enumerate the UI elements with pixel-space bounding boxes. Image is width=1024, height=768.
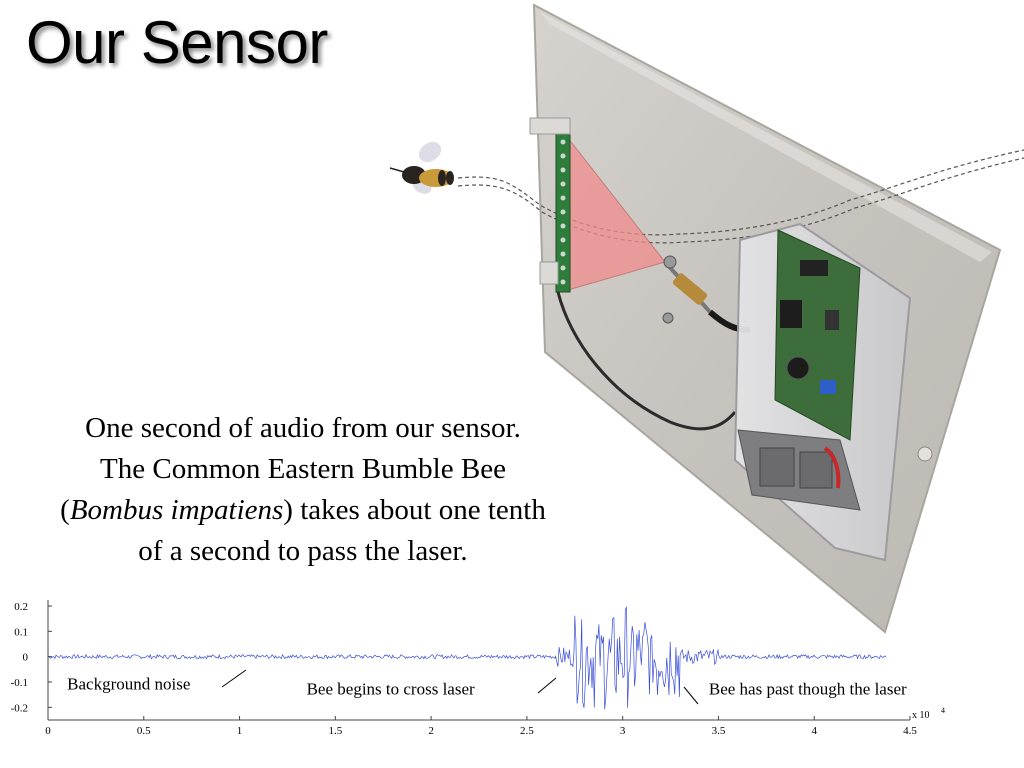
annotation-label: Background noise [67,675,190,694]
x-tick-label: 4.5 [903,725,917,737]
mounting-hole [917,446,933,462]
description-line-3-rest: ) takes about one tenth [283,494,546,526]
bee-image [389,141,454,194]
x-tick-label: 3 [620,725,626,737]
annotation-arrow [221,669,247,688]
y-tick-label: 0.1 [14,626,28,638]
y-tick-label: -0.1 [11,677,28,689]
annotation-arrow [683,686,699,705]
chart-annotations: Background noise Bee begins to cross lase… [67,669,907,705]
x-tick-label: 2 [428,725,434,737]
description-paren: ( [60,494,70,526]
flight-path-lines [457,149,1024,244]
waveform-line [47,606,887,710]
waveform-series [47,606,887,710]
description-line-4: of a second to pass the laser. [138,535,468,567]
x-tick-label: 0.5 [137,725,151,737]
description-line-2: The Common Eastern Bumble Bee [100,453,506,485]
x-multiplier-label: x 10 [912,710,930,721]
y-tick-label: 0 [23,652,29,664]
y-tick-label: 0.2 [14,601,28,613]
x-tick-label: 2.5 [520,725,534,737]
annotation-arrow [537,677,557,694]
annotation-label: Bee begins to cross laser [307,680,475,699]
x-tick-label: 4 [811,725,817,737]
x-multiplier-exponent: 4 [941,706,945,715]
x-tick-label: 1.5 [328,725,342,737]
x-tick-label: 0 [45,725,51,737]
description-line-1: One second of audio from our sensor. [85,412,521,444]
annotation-label: Bee has past though the laser [709,680,907,699]
x-tick-label: 1 [237,725,243,737]
species-name: Bombus impatiens [69,494,284,526]
chart-axes [47,600,910,721]
sensor-photo [389,3,1024,634]
waveform-chart: 0 0.5 1 1.5 2 2.5 3 3.5 4 4.5 0.2 0.1 0 -0.1 -0.2 x 10 4… [11,600,945,737]
laser-emitter [662,255,712,324]
slide-title: Our Sensor [26,9,328,76]
electronics-box [733,222,912,562]
description-line-3: (Bombus impatiens) takes about one tenth [10,490,596,531]
chart-tick-labels: 0 0.5 1 1.5 2 2.5 3 3.5 4 4.5 0.2 0.1 0 -0.1 -0.2 x 10 4 [11,601,945,737]
description-text: One second of audio from our sensor. The… [10,408,596,572]
y-tick-label: -0.2 [11,702,28,714]
x-tick-label: 3.5 [712,725,726,737]
